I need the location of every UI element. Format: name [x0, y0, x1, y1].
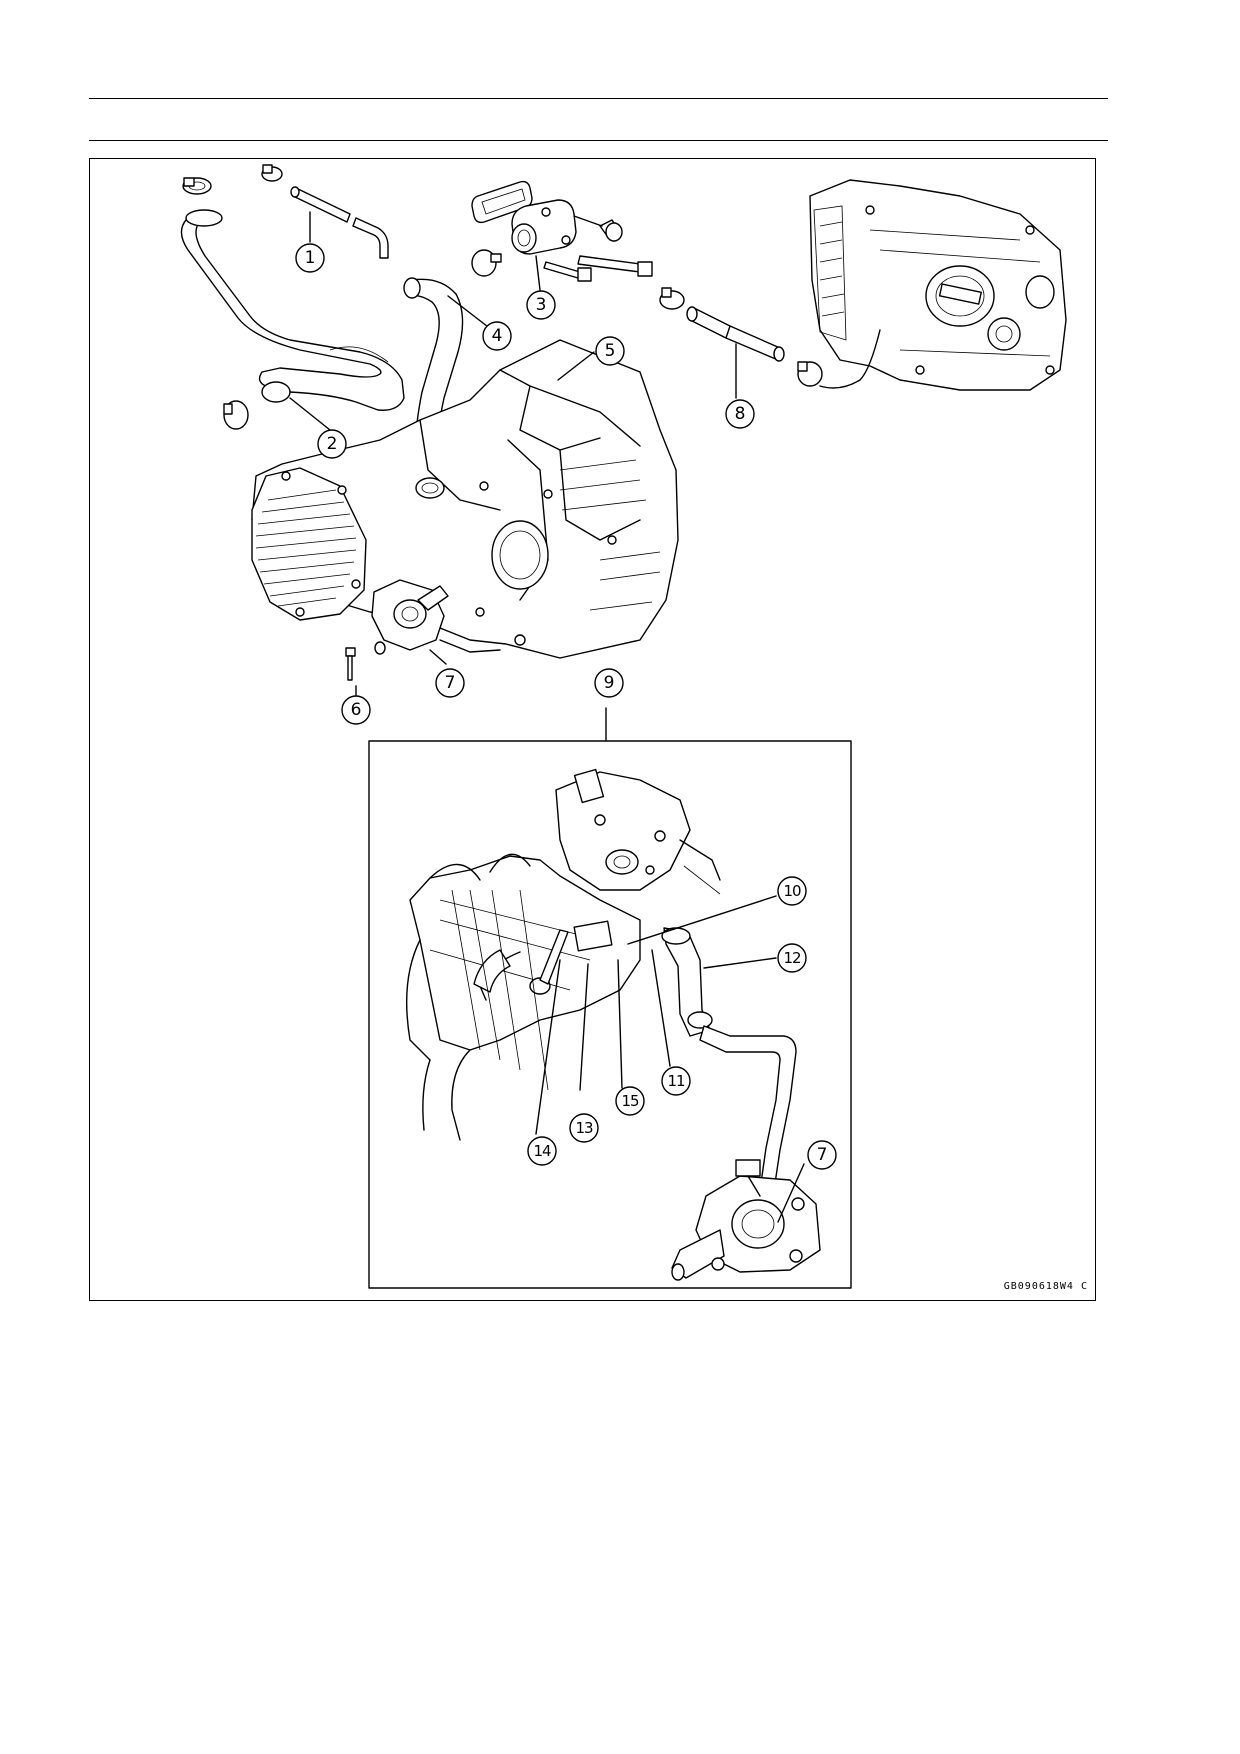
hose-clamp-far-right [797, 361, 823, 387]
callout-15: 15 [615, 1086, 645, 1116]
svg-text:5: 5 [605, 341, 616, 361]
svg-text:9: 9 [604, 673, 615, 693]
bolt-upper [577, 255, 653, 277]
water-pump-7-upper [371, 579, 501, 653]
callout-7-upper: 7 [435, 668, 465, 698]
svg-text:1: 1 [305, 248, 316, 268]
callout-14: 14 [527, 1136, 557, 1166]
callout-3: 3 [526, 290, 556, 320]
bolt-lower [543, 261, 592, 282]
leader-lines-inset [451, 889, 805, 1223]
hose-1 [290, 186, 389, 259]
svg-text:6: 6 [351, 700, 362, 720]
hose-clamp-right [659, 287, 685, 310]
figure-code: GB090618W4 C [1003, 1281, 1088, 1292]
svg-text:8: 8 [735, 404, 746, 424]
svg-text:14: 14 [533, 1142, 551, 1160]
svg-text:7: 7 [817, 1145, 828, 1165]
callout-9: 9 [594, 668, 624, 698]
alternator-cover [251, 467, 367, 621]
leader-lines-upper [289, 211, 737, 741]
hose-2 [180, 209, 405, 411]
diagram-frame [89, 158, 1096, 1301]
svg-text:10: 10 [783, 882, 801, 900]
svg-text:11: 11 [667, 1072, 685, 1090]
svg-text:13: 13 [575, 1119, 593, 1137]
callout-8: 8 [725, 399, 755, 429]
callout-6: 6 [341, 695, 371, 725]
callout-10: 10 [777, 876, 807, 906]
inset-engine-section [405, 768, 797, 1191]
hose-clamp-left [223, 400, 249, 430]
callout-7-inset: 7 [807, 1140, 837, 1170]
callout-2: 2 [317, 429, 347, 459]
hose-clamp-top-left [182, 177, 212, 195]
header-rule-bottom [89, 140, 1108, 141]
svg-text:15: 15 [621, 1092, 639, 1110]
hose-clamp-mid [471, 249, 502, 277]
callout-1: 1 [295, 243, 325, 273]
upper-exploded-view [180, 164, 1067, 681]
washer [374, 641, 386, 655]
callout-13: 13 [569, 1113, 599, 1143]
callout-4: 4 [482, 321, 512, 351]
callout-5: 5 [595, 336, 625, 366]
svg-text:12: 12 [783, 949, 801, 967]
svg-text:4: 4 [492, 326, 503, 346]
hose-8 [686, 306, 785, 362]
header-rule-top [89, 98, 1108, 99]
svg-text:7: 7 [445, 673, 456, 693]
engine-thumbnail [809, 179, 1067, 391]
svg-text:2: 2 [327, 434, 338, 454]
callout-11: 11 [661, 1066, 691, 1096]
water-pipe-3 [511, 199, 623, 255]
callout-12: 12 [777, 943, 807, 973]
svg-text:3: 3 [536, 295, 547, 315]
bolt-6 [345, 647, 356, 681]
water-pump-7-inset [671, 1159, 821, 1281]
hose-clamp-top [261, 164, 283, 182]
detail-inset [368, 740, 852, 1289]
